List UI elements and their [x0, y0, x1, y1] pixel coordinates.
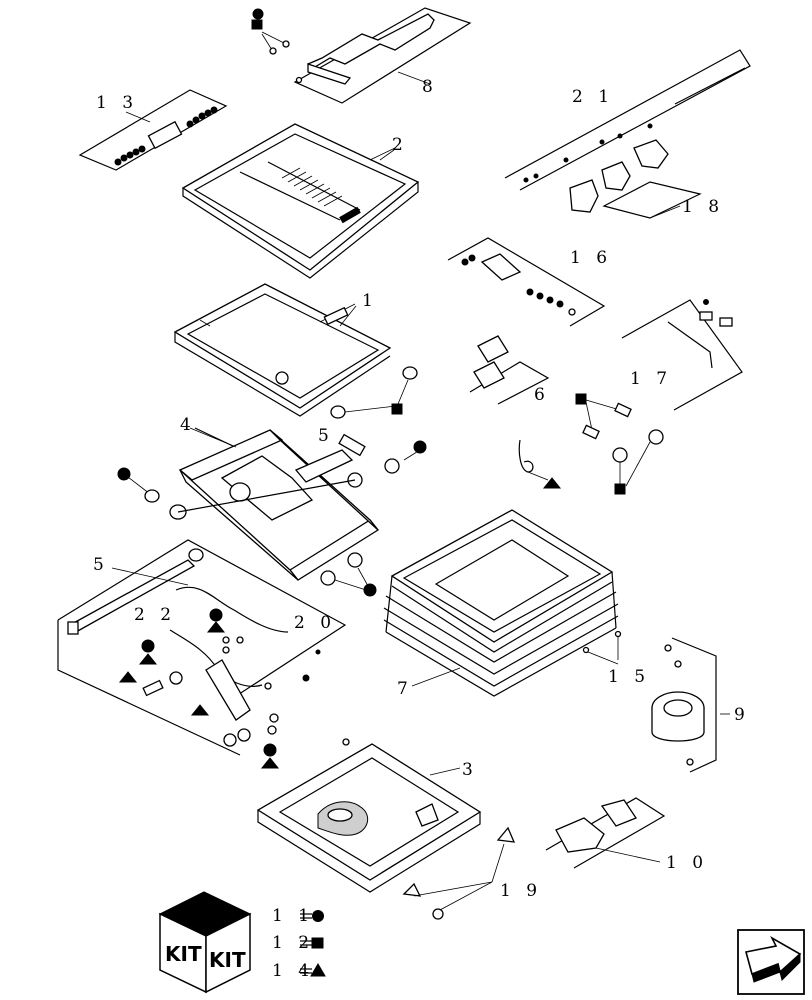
callout-15: 1 5: [608, 667, 650, 687]
kit-label-left: KIT: [165, 942, 202, 966]
callout-10: 1 0: [666, 853, 708, 873]
next-page-button[interactable]: [737, 929, 805, 995]
part-17-rod: [621, 299, 743, 411]
hook-and-bushings: [518, 393, 664, 495]
part-5-lower-assembly: [57, 539, 347, 769]
callout-1: 1: [362, 291, 378, 311]
part-3-base-plate: [256, 738, 482, 893]
kit-legend-num-12: 1 2: [272, 933, 314, 953]
square-symbol-icon: [311, 937, 324, 949]
part-21-handles: [504, 49, 751, 219]
callout-18: 1 8: [682, 197, 724, 217]
callout-3: 3: [462, 760, 478, 780]
circle-symbol-icon: [312, 910, 324, 922]
arrow-right-icon: [745, 935, 802, 983]
callout-2: 2: [392, 135, 408, 155]
part-13-damper: [78, 89, 228, 171]
kit-marker-top: [251, 8, 290, 55]
callout-20: 2 0: [294, 613, 336, 633]
kit-legend-num-14: 1 4: [272, 961, 314, 981]
bushings-group-b: [320, 552, 377, 597]
callout-4: 4: [180, 415, 196, 435]
callout-9: 9: [734, 705, 750, 725]
part-4-scissor-mechanism: [117, 427, 379, 581]
callout-21: 2 1: [572, 87, 614, 107]
callout-5-pin: 5: [318, 426, 334, 446]
kit-label-right: KIT: [209, 948, 246, 972]
part-7-bellows: [383, 509, 619, 697]
leader-lines: [111, 149, 730, 776]
part-9-actuator: [651, 637, 717, 773]
kit-legend-num-11: 1 1: [272, 906, 314, 926]
part-19-feet: [402, 826, 516, 920]
callout-6: 6: [534, 385, 550, 405]
part-2-upper-frame: [181, 123, 420, 279]
kit-box-icon: KIT KIT: [158, 891, 252, 994]
callout-17: 1 7: [630, 369, 672, 389]
triangle-symbol-icon: [310, 963, 326, 977]
part-6-clips: [469, 335, 550, 405]
callout-numbers: 1 2 3 4 5 5 6 7 8 9 1 0 1 3 1 5 1 6 1 7 …: [93, 77, 750, 901]
callout-8: 8: [422, 77, 438, 97]
part-1-middle-frame: [173, 283, 392, 417]
part-10-switch: [545, 797, 666, 869]
bushings-group-a: [330, 366, 418, 419]
callout-5-bar: 5: [93, 555, 109, 575]
callout-22: 2 2: [134, 605, 176, 625]
part-8-bracket: [293, 7, 472, 104]
callout-19: 1 9: [500, 881, 542, 901]
kit-legend: 1 1 1 2 1 4: [272, 906, 326, 981]
part-5-pin: [338, 433, 427, 474]
callout-7: 7: [397, 679, 413, 699]
callout-16: 1 6: [570, 248, 612, 268]
part-15-screws: [582, 630, 622, 665]
callout-13: 1 3: [96, 93, 138, 113]
part-16-shaft: [447, 237, 606, 327]
